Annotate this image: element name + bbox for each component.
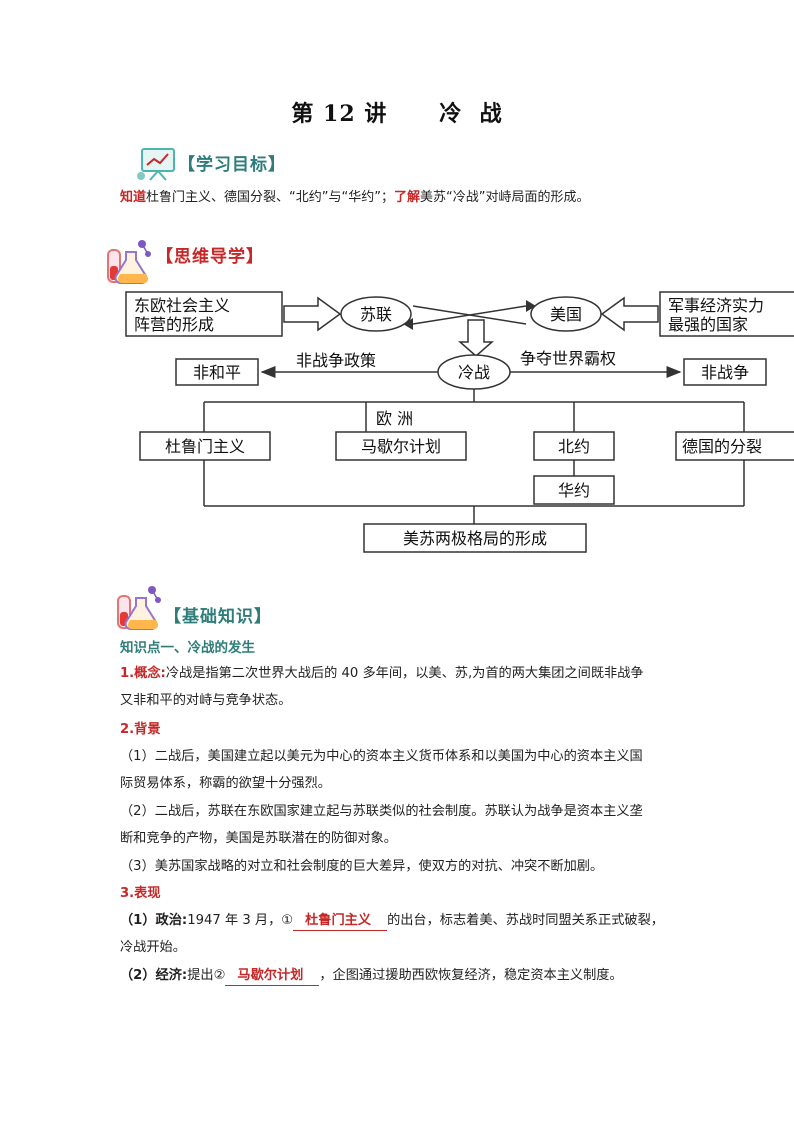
basic-knowledge-heading: 【基础知识】 xyxy=(164,607,272,627)
manifestation-label: 3.表现 xyxy=(120,886,161,901)
cross-arrowhead-left xyxy=(403,318,413,330)
box-eastern-bloc-line2: 阵营的形成 xyxy=(134,315,214,334)
box-marshall-label: 马歇尔计划 xyxy=(361,437,441,456)
background-item-1-line-1: （1）二战后，美国建立起以美元为中心的资本主义货币体系和以美国为中心的资本主义国 xyxy=(120,749,643,764)
cross-line-2 xyxy=(412,305,527,325)
objective-keyword-understand: 了解 xyxy=(393,190,420,205)
box-truman-label: 杜鲁门主义 xyxy=(165,437,245,456)
node-ussr xyxy=(340,296,412,332)
label-europe: 欧 洲 xyxy=(376,409,413,428)
box-bipolar-label: 美苏两极格局的形成 xyxy=(403,529,547,548)
label-hegemony: 争夺世界霸权 xyxy=(520,349,616,368)
objective-text-2: 美苏“冷战”对峙局面的形成。 xyxy=(419,190,590,205)
kp1-heading: 知识点一、冷战的发生 xyxy=(120,640,255,656)
box-germany-label: 德国的分裂 xyxy=(682,437,762,456)
concept-label: 1.概念: xyxy=(120,666,166,681)
learning-objective: 知道杜鲁门主义、德国分裂、“北约”与“华约”；了解美苏“冷战”对峙局面的形成。 xyxy=(120,186,589,205)
box-warsaw-label: 华约 xyxy=(558,481,590,500)
concept-text-1: 冷战是指第二次世界大战后的 40 多年间，以美、苏,为首的两大集团之间既非战争 xyxy=(165,666,644,681)
box-strongest-nation xyxy=(659,291,794,337)
political-label: （1）政治: xyxy=(120,913,188,928)
objective-text-1: 杜鲁门主义、德国分裂、“北约”与“华约”； xyxy=(146,190,394,205)
learning-goals-heading: 【学习目标】 xyxy=(178,155,286,175)
box-eastern-bloc xyxy=(125,291,283,337)
box-non-peace xyxy=(175,358,259,386)
node-usa-label: 美国 xyxy=(550,305,582,324)
economic-answer-blank: 马歇尔计划 xyxy=(225,967,320,986)
box-non-peace-label: 非和平 xyxy=(193,363,241,382)
box-truman-doctrine xyxy=(139,431,271,461)
box-germany-division xyxy=(675,431,794,461)
box-non-war xyxy=(683,358,767,386)
mindmap-heading: 【思维导学】 xyxy=(156,247,264,267)
objective-keyword-know: 知道 xyxy=(120,190,147,205)
cold-war-mindmap: 东欧社会主义 阵营的形成 苏联 美国 军事经济实力 最强的国家 冷战 非战争政策… xyxy=(125,291,794,553)
box-marshall-plan xyxy=(335,431,467,461)
background-item-3: （3）美苏国家战略的对立和社会制度的巨大差异，使双方的对抗、冲突不断加剧。 xyxy=(120,859,604,874)
background-label: 2.背景 xyxy=(120,722,161,737)
node-cold-war-label: 冷战 xyxy=(458,363,490,382)
background-item-2-line-1: （2）二战后，苏联在东欧国家建立起与苏联类似的社会制度。苏联认为战争是资本主义垄 xyxy=(120,804,643,819)
economic-pre: 提出② xyxy=(187,968,226,983)
presentation-board-icon xyxy=(136,146,180,182)
page-title: 第 12 讲 冷 战 xyxy=(291,101,503,127)
political-pre: 1947 年 3 月，① xyxy=(187,913,294,928)
political-post: 的出台，标志着美、苏战时同盟关系正式破裂， xyxy=(387,913,664,928)
box-warsaw-pact xyxy=(533,475,615,505)
economic-label: （2）经济: xyxy=(120,968,188,983)
cross-arrowhead-right xyxy=(526,300,536,312)
flask-icon xyxy=(104,236,154,286)
arrow-to-ussr xyxy=(283,296,342,332)
arrow-to-cold-war xyxy=(458,319,494,357)
label-non-war-policy: 非战争政策 xyxy=(296,351,376,370)
arrow-to-usa xyxy=(600,296,659,332)
economic-post: ，企图通过援助西欧恢复经济，稳定资本主义制度。 xyxy=(319,968,623,983)
flask-icon xyxy=(114,582,164,632)
box-bipolar-pattern xyxy=(363,523,587,553)
concept-line-1: 1.概念:冷战是指第二次世界大战后的 40 多年间，以美、苏,为首的两大集团之间… xyxy=(120,660,644,688)
political-answer-blank: 杜鲁门主义 xyxy=(293,912,388,931)
background-item-2-line-2: 断和竞争的产物，美国是苏联潜在的防御对象。 xyxy=(120,831,397,846)
node-ussr-label: 苏联 xyxy=(360,305,392,324)
box-nato-label: 北约 xyxy=(558,437,590,456)
concept-line-2: 又非和平的对峙与竞争状态。 xyxy=(120,693,292,708)
box-strongest-line2: 最强的国家 xyxy=(668,315,748,334)
political-line-2: 冷战开始。 xyxy=(120,940,186,955)
box-non-war-label: 非战争 xyxy=(701,363,749,382)
box-eastern-bloc-line1: 东欧社会主义 xyxy=(134,296,230,315)
background-item-1-line-2: 际贸易体系，称霸的欲望十分强烈。 xyxy=(120,776,331,791)
box-strongest-line1: 军事经济实力 xyxy=(668,296,764,315)
